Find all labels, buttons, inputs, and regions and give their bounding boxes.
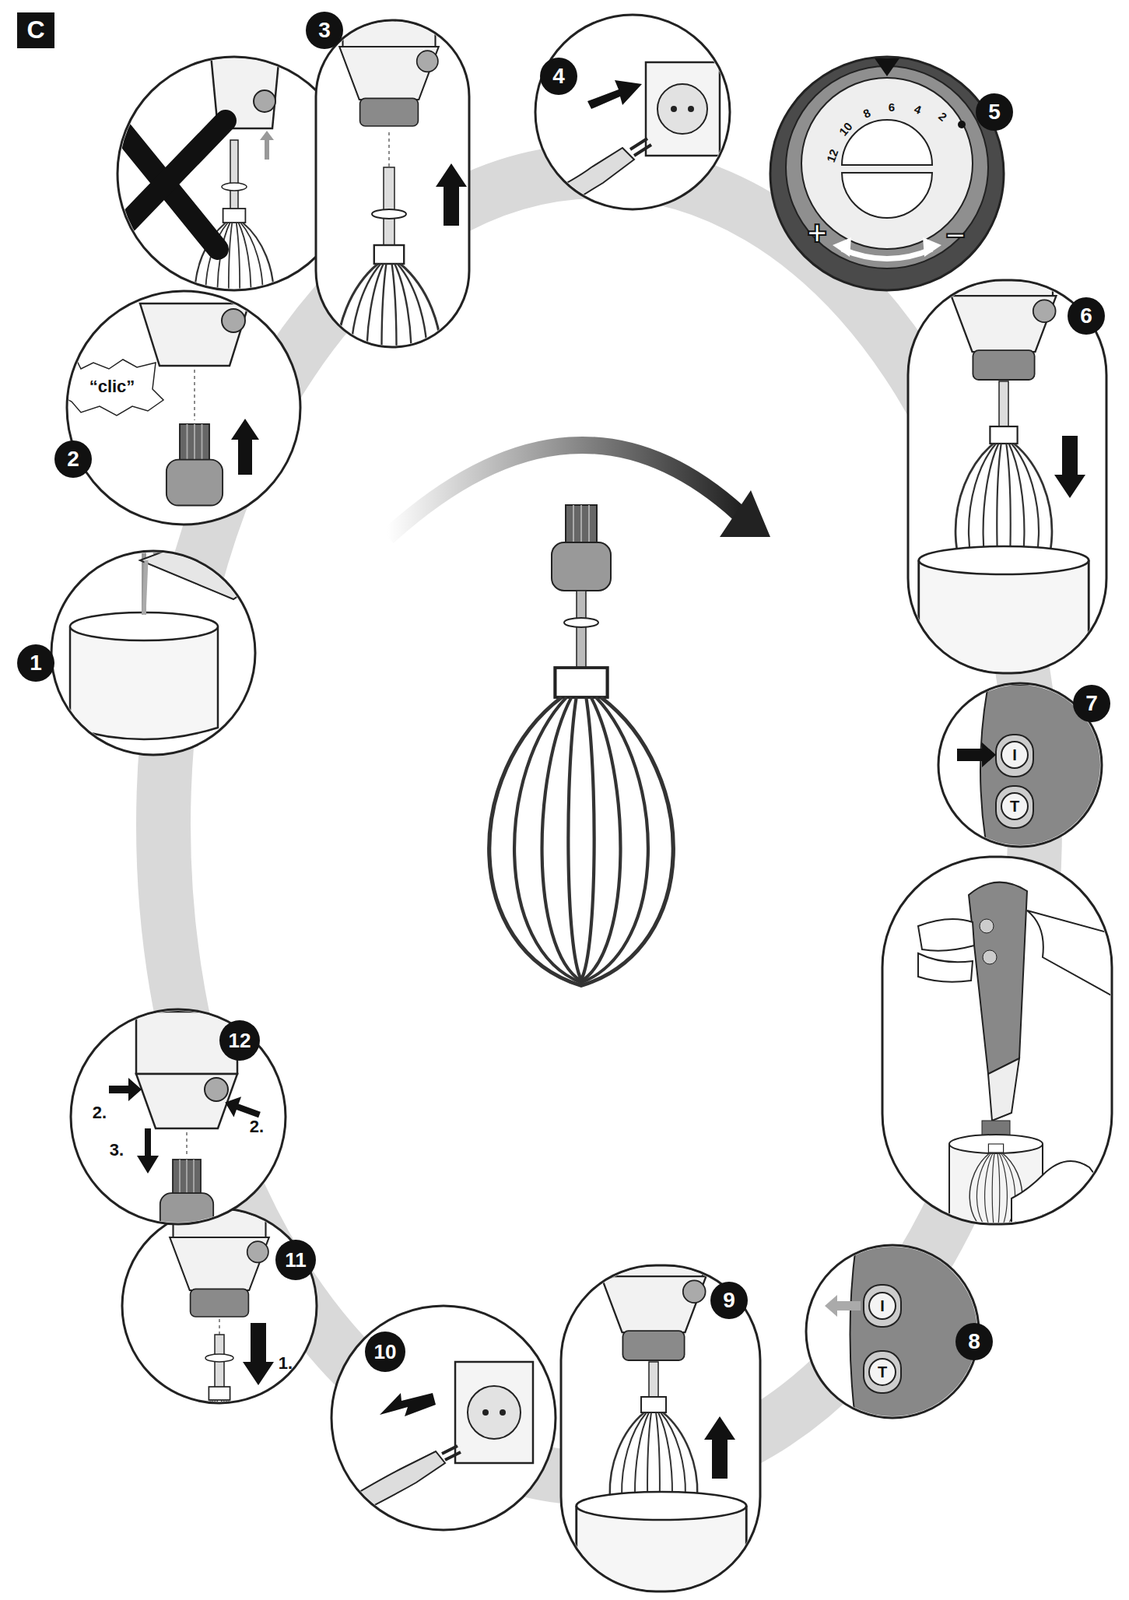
button-label: I xyxy=(1012,746,1017,764)
step-mark: 1. xyxy=(278,1353,293,1373)
dial-number: 6 xyxy=(888,101,895,115)
callout-number: 4 xyxy=(552,64,565,89)
step-mark: 2. xyxy=(92,1103,107,1122)
callout-number: 10 xyxy=(374,1340,397,1364)
callout-number: 12 xyxy=(228,1029,252,1052)
speed-decrease: – xyxy=(946,214,965,253)
callout-number: 1 xyxy=(29,651,43,676)
callout-number: 11 xyxy=(284,1248,307,1272)
callout-number: 8 xyxy=(967,1329,981,1354)
callout-number: 5 xyxy=(988,100,1001,125)
callout-number: 2 xyxy=(66,447,80,472)
button-label: T xyxy=(1009,797,1020,815)
step-mark: 3. xyxy=(109,1140,124,1160)
callout-number: 6 xyxy=(1079,304,1093,329)
callout-number: 7 xyxy=(1085,691,1098,716)
figure-letter: C xyxy=(26,16,45,44)
sound-label: “clic” xyxy=(89,377,136,397)
button-label: T xyxy=(877,1363,888,1381)
callout-number: 9 xyxy=(722,1288,736,1313)
speed-increase: + xyxy=(806,214,828,253)
step-mark: 2. xyxy=(249,1117,264,1137)
callout-number: 3 xyxy=(318,18,331,43)
button-label: I xyxy=(880,1297,885,1315)
